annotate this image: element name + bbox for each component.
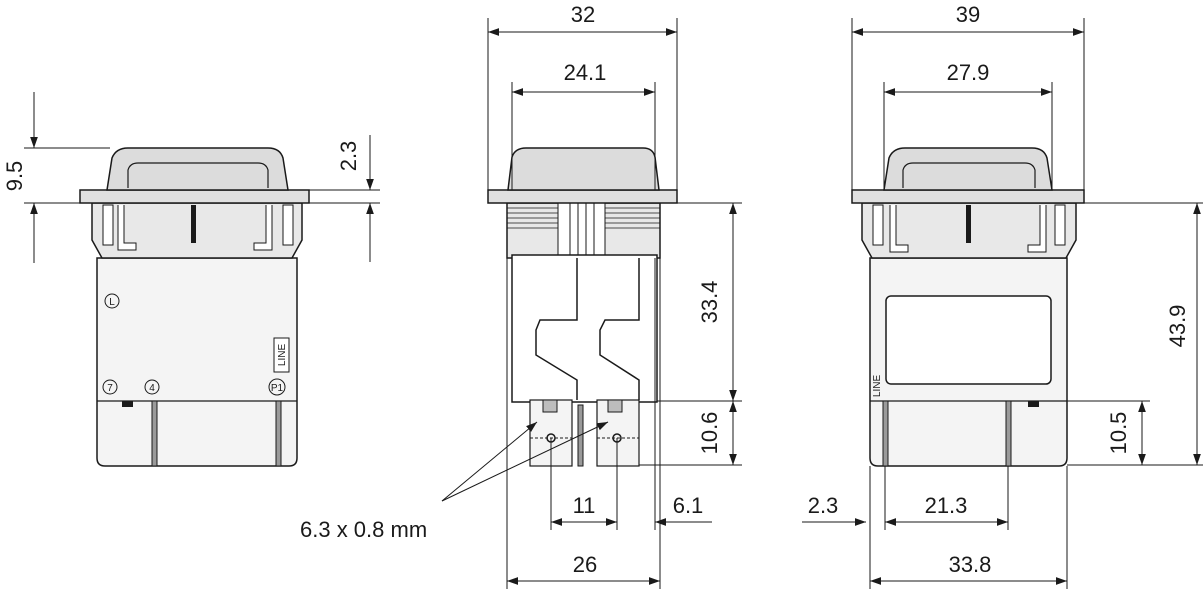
middle-view: 32 24.1 33.4 10.6 11 <box>300 2 742 589</box>
terminal-size-callout: 6.3 x 0.8 mm <box>300 421 609 542</box>
dim-label-43-9: 43.9 <box>1165 305 1190 348</box>
line-marking-left: LINE <box>277 344 288 367</box>
middle-switch-body <box>487 147 678 467</box>
dim-label-6-1: 6.1 <box>673 493 704 518</box>
dim-label-10-6: 10.6 <box>697 412 722 455</box>
dim-label-11: 11 <box>573 493 596 518</box>
terminal-size-note: 6.3 x 0.8 mm <box>300 517 427 542</box>
dim-label-2-3-right: 2.3 <box>808 493 839 518</box>
dim-label-24-1: 24.1 <box>564 60 607 85</box>
dim-label-9-5: 9.5 <box>2 161 27 192</box>
left-view: L 7 4 P1 LINE 9.5 2.3 <box>2 92 380 467</box>
dim-label-10-5: 10.5 <box>1106 412 1131 455</box>
dim-width-27-9: 27.9 <box>883 60 1053 190</box>
dim-height-43-9: 43.9 <box>1067 202 1203 466</box>
right-switch-body: LINE <box>851 147 1085 467</box>
dim-label-27-9: 27.9 <box>947 60 990 85</box>
dim-height-33-4: 33.4 <box>657 202 742 402</box>
dim-label-33-8: 33.8 <box>949 552 992 577</box>
dim-terminal-10-5: 10.5 <box>1067 400 1150 465</box>
terminal-label-p1: P1 <box>271 383 284 394</box>
dim-label-33-4: 33.4 <box>697 281 722 324</box>
dim-rocker-2-3: 2.3 <box>309 135 380 262</box>
dim-offset-6-1: 6.1 <box>654 258 712 589</box>
line-marking-right: LINE <box>872 375 883 398</box>
dim-spacing-21-3: 21.3 <box>884 466 1009 530</box>
left-switch-body: L 7 4 P1 LINE <box>79 147 310 467</box>
dim-base-26: 26 <box>506 258 660 589</box>
dim-label-2-3-left: 2.3 <box>336 141 361 172</box>
dim-width-39: 39 <box>851 2 1085 190</box>
dim-base-33-8: 33.8 <box>870 466 1068 589</box>
dim-spacing-11: 11 <box>550 438 618 530</box>
dim-height-9-5: 9.5 <box>2 92 110 263</box>
dim-label-21-3: 21.3 <box>925 493 968 518</box>
right-view: LINE 39 27.9 43.9 <box>802 2 1203 589</box>
dim-terminal-10-6: 10.6 <box>639 401 742 466</box>
terminal-label-4: 4 <box>149 383 155 394</box>
dim-width-32: 32 <box>487 2 678 190</box>
dim-offset-2-3: 2.3 <box>802 466 871 589</box>
terminal-label-l: L <box>109 297 115 308</box>
dim-label-39: 39 <box>956 2 980 27</box>
dim-label-26: 26 <box>573 552 597 577</box>
terminal-label-7: 7 <box>107 383 113 394</box>
dim-label-32: 32 <box>571 2 595 27</box>
dim-width-24-1: 24.1 <box>511 60 656 190</box>
